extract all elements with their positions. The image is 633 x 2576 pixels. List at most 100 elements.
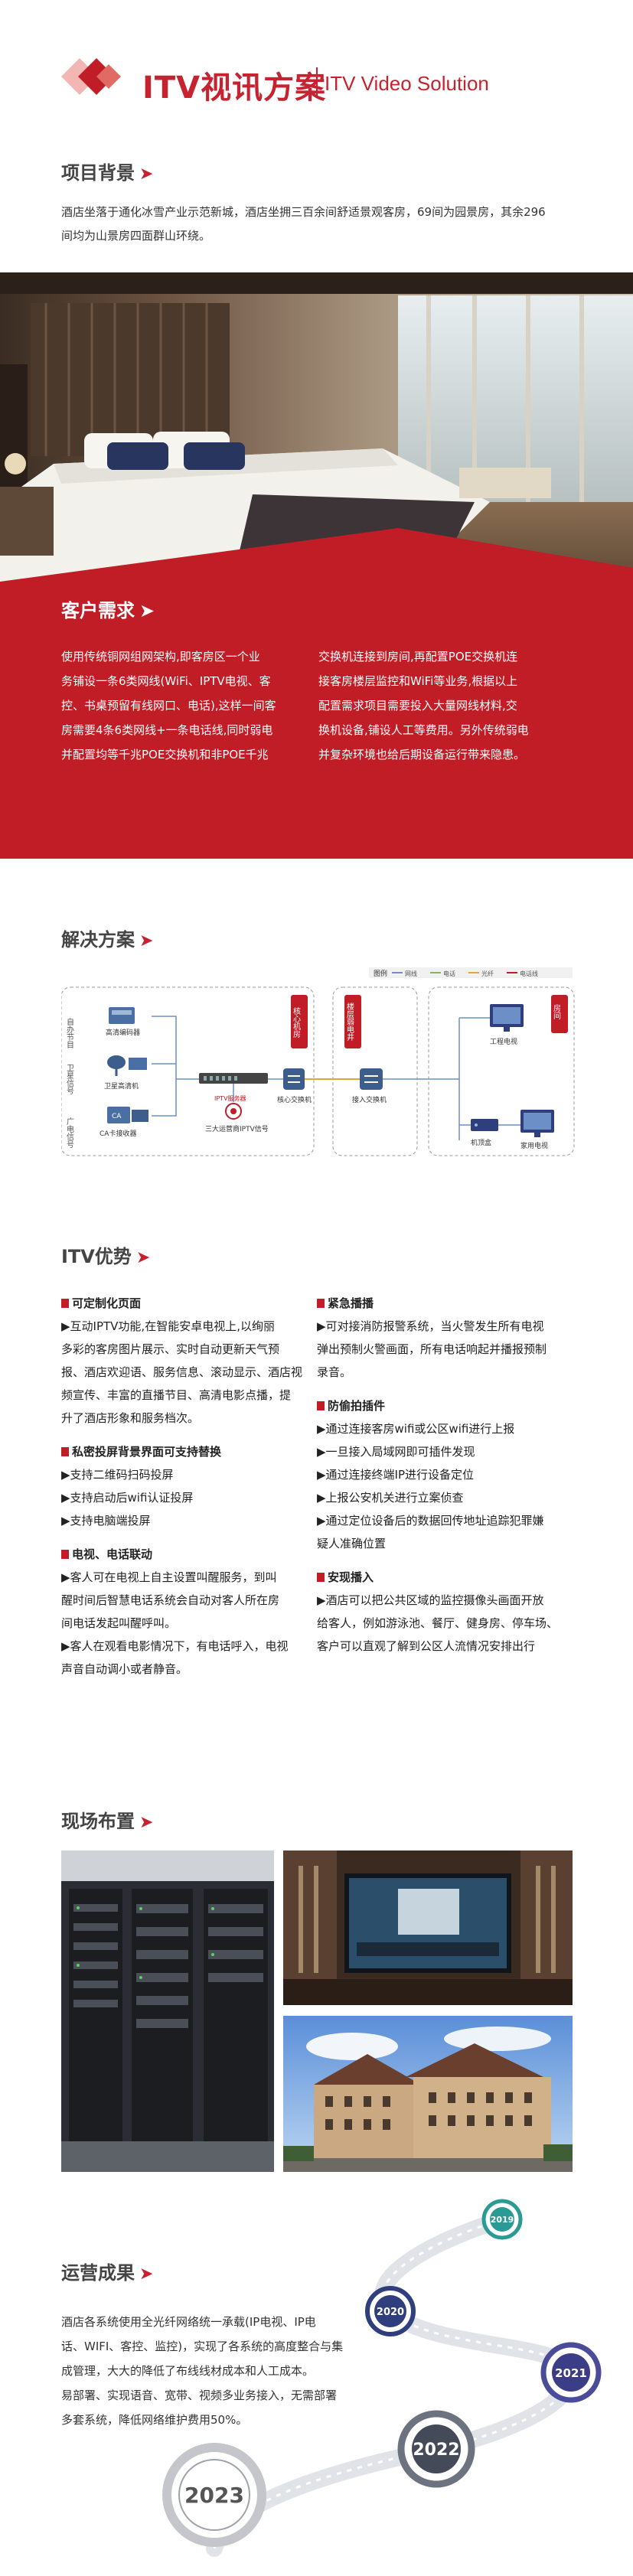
section-title-text: 现场布置 <box>61 1811 135 1832</box>
advantage-item: 紧急播播 ▶可对接消防报警系统，当火警发生所有电视 弹出预制火警画面，所有电话响… <box>317 1292 577 1384</box>
text-line: 客户可以直观了解到公区人流情况安排出行 <box>317 1639 536 1653</box>
red-square-icon <box>317 1573 325 1582</box>
text-line: ▶通过连接客房wifi或公区wifi进行上报 <box>317 1422 515 1436</box>
advantage-heading-text: 电视、电话联动 <box>72 1547 153 1561</box>
customer-needs-band <box>0 582 633 859</box>
text-line: 声音自动调小或者静音。 <box>61 1662 188 1676</box>
advantage-heading: 可定制化页面 <box>61 1292 314 1315</box>
advantages-right-column: 紧急播播 ▶可对接消防报警系统，当火警发生所有电视 弹出预制火警画面，所有电话响… <box>317 1292 577 1668</box>
section-background-title: 项目背景➤ <box>61 158 153 184</box>
year-label: 2020 <box>377 2307 404 2318</box>
advantages-left-column: 可定制化页面 ▶互动IPTV功能,在智能安卓电视上,以绚丽 多彩的客房图片展示、… <box>61 1292 314 1691</box>
section-needs-title: 客户需求➤ <box>61 595 155 622</box>
text-line: 易部署、实现语音、宽带、视频多业务接入，无需部署 <box>61 2389 338 2402</box>
section-title-text: 运营成果 <box>61 2262 135 2284</box>
year-label: 2022 <box>413 2441 459 2460</box>
advantage-item: 私密投屏背景界面可支持替换 ▶支持二维码扫码投屏 ▶支持启动后wifi认证投屏 … <box>61 1440 314 1532</box>
arrow-right-icon: ➤ <box>139 931 154 951</box>
year-badge-2023: 2023 <box>162 2443 266 2547</box>
receiver-icon <box>129 1058 147 1070</box>
device-label: 三大运营商IPTV信号 <box>205 1124 269 1133</box>
source-label: 自办节目 <box>65 1017 74 1048</box>
arrow-right-icon: ➤ <box>139 165 154 184</box>
text-line: 弹出预制火警画面，所有电话响起并播报预制 <box>317 1342 547 1356</box>
year-badge-2020: 2020 <box>365 2286 416 2336</box>
network-diagram-svg: 图例 网线 电话 光纤 电话线 自办节目 卫星信号 广电信号 <box>60 967 575 1156</box>
home-tv-icon <box>520 1110 554 1137</box>
device-label: 接入交换机 <box>352 1095 387 1104</box>
room-label: 房间 <box>552 1003 561 1020</box>
red-square-icon <box>61 1447 69 1456</box>
text-line: 并复杂环境也给后期设备运行带来隐患。 <box>318 748 526 761</box>
advantage-heading: 安现播入 <box>317 1566 577 1589</box>
page-subtitle: ITV Video Solution <box>325 72 489 95</box>
device-label: 核心交换机 <box>277 1095 312 1104</box>
text-line: 成管理，大大的降低了布线线材成本和人工成本。 <box>61 2364 315 2378</box>
text-line: ▶支持电脑端投屏 <box>61 1514 151 1528</box>
advantage-heading-text: 私密投屏背景界面可支持替换 <box>72 1445 222 1459</box>
device-label: 工程电视 <box>490 1037 517 1046</box>
text-line: 频宣传、丰富的直播节目、高清电影点播，提 <box>61 1388 292 1402</box>
text-line: 换机设备,铺设人工等费用。另外传统弱电 <box>318 723 529 737</box>
logo-icon <box>61 58 121 95</box>
text-line: 务铺设一条6类网线(WiFi、IPTV电视、客 <box>61 674 271 688</box>
text-line: 醒时间后智慧电话系统会自动对客人所在房 <box>61 1593 280 1607</box>
room-tv-icon <box>490 1004 524 1032</box>
text-line: 房需要4条6类网线+一条电话线,同时弱电 <box>61 723 273 737</box>
text-line: ▶上报公安机关进行立案侦查 <box>317 1491 464 1505</box>
arrow-right-icon: ➤ <box>135 1248 151 1267</box>
svg-text:CA: CA <box>112 1113 122 1120</box>
hotel-exterior-photo <box>283 2016 573 2172</box>
core-room-badge <box>291 995 308 1048</box>
advantage-heading-text: 防偷拍插件 <box>328 1399 386 1413</box>
text-line: 配置需求项目需要投入大量网线材料,交 <box>318 699 517 712</box>
needs-text-left: 使用传统铜网组网架构,即客房区一个业 务铺设一条6类网线(WiFi、IPTV电视… <box>61 644 306 767</box>
server-room-image <box>61 1850 274 2172</box>
title-divider <box>316 67 318 98</box>
iptv-server-icon <box>199 1073 268 1084</box>
advantage-heading: 防偷拍插件 <box>317 1394 577 1417</box>
text-line: 多套系统，降低网络维护费用50%。 <box>61 2413 248 2427</box>
floor-room-badge <box>344 995 361 1048</box>
legend-item: 电话线 <box>520 970 538 977</box>
text-line: ▶酒店可以把公共区域的监控摄像头画面开放 <box>317 1593 544 1607</box>
text-line: ▶支持二维码扫码投屏 <box>61 1468 174 1482</box>
legend-item: 电话 <box>443 970 455 977</box>
red-square-icon <box>61 1550 69 1559</box>
arrow-right-icon: ➤ <box>139 2265 154 2284</box>
text-line: 报、酒店欢迎语、服务信息、滚动显示、酒店视 <box>61 1365 303 1379</box>
legend-item: 光纤 <box>481 970 494 977</box>
device-label: 家用电视 <box>520 1141 548 1150</box>
device-label: 卫星高清机 <box>104 1081 139 1091</box>
legend-label: 图例 <box>374 969 387 978</box>
text-line: 酒店坐落于通化冰雪产业示范新城，酒店坐拥三百余间舒适景观客房，69间为园景房，其… <box>61 205 546 219</box>
advantage-heading: 私密投屏背景界面可支持替换 <box>61 1440 314 1463</box>
header: ITV视讯方案 ITV Video Solution <box>0 0 633 138</box>
source-label: 卫星信号 <box>65 1064 74 1095</box>
section-title-text: 解决方案 <box>61 929 135 951</box>
device-label: CA卡接收器 <box>100 1129 136 1138</box>
text-line: 录音。 <box>317 1365 352 1379</box>
text-line: 间均为山景房四面群山环绕。 <box>61 229 211 243</box>
year-label: 2023 <box>184 2483 244 2508</box>
year-badge-2022: 2022 <box>397 2410 475 2488</box>
text-line: 多彩的客房图片展示、实时自动更新天气预 <box>61 1342 280 1356</box>
timeline-svg: 2019 2020 2021 2022 2023 <box>162 2199 602 2557</box>
lobby-tv-photo <box>283 1850 573 2005</box>
section-title-text: 客户需求 <box>61 600 135 621</box>
section-results-title: 运营成果➤ <box>61 2258 153 2284</box>
iptv-platform-icon <box>225 1103 242 1120</box>
needs-text-right: 交换机连接到房间,再配置POE交换机连 接客房楼层监控和WiFi等业务,根据以上… <box>318 644 579 767</box>
advantage-heading-text: 可定制化页面 <box>72 1296 142 1310</box>
core-room-label: 核心机房 <box>292 1006 301 1039</box>
advantage-item: 防偷拍插件 ▶通过连接客房wifi或公区wifi进行上报 ▶一旦接入局域网即可插… <box>317 1394 577 1555</box>
legend-item: 网线 <box>405 970 417 977</box>
advantage-heading-text: 紧急播播 <box>328 1296 374 1310</box>
red-square-icon <box>317 1401 325 1410</box>
section-site-title: 现场布置➤ <box>61 1806 153 1833</box>
text-line: ▶互动IPTV功能,在智能安卓电视上,以绚丽 <box>61 1319 275 1333</box>
network-diagram: 图例 网线 电话 光纤 电话线 自办节目 卫星信号 广电信号 <box>60 964 576 1186</box>
section-title-text: 项目背景 <box>61 162 135 184</box>
red-square-icon <box>61 1299 69 1308</box>
